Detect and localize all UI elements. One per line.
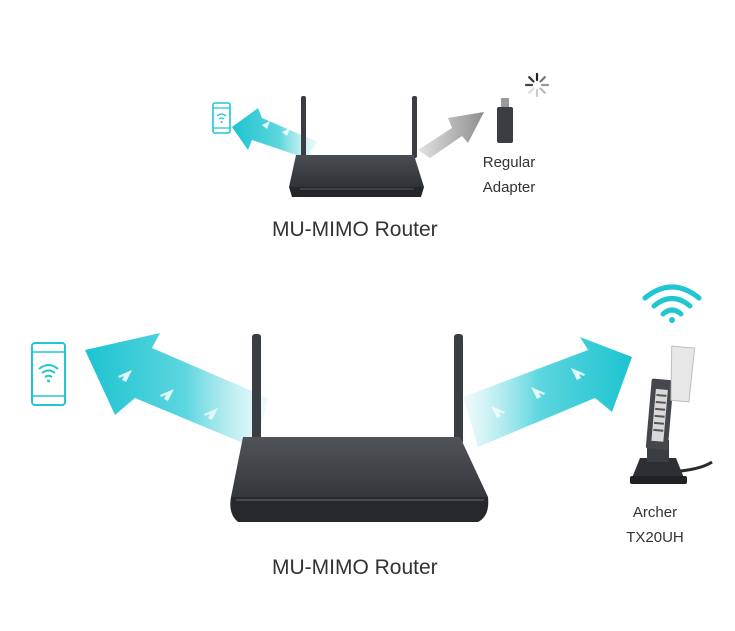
bottom-adapter-label-line1: Archer: [632, 504, 678, 521]
bottom-beam-to-phone: [85, 333, 268, 448]
top-scene: [212, 72, 550, 197]
bottom-adapter-label-line2: TX20UH: [626, 529, 684, 546]
wifi-signal-icon: [642, 284, 702, 323]
bottom-adapter-label: Archer TX20UH: [616, 500, 694, 550]
top-beam-to-adapter: [418, 112, 484, 158]
bottom-phone-wifi-icon: [31, 342, 66, 406]
archer-adapter-icon: [630, 345, 713, 484]
bottom-scene: [31, 284, 713, 522]
top-adapter-label: Regular Adapter: [470, 150, 548, 200]
top-router-icon: [289, 96, 424, 197]
top-usb-adapter-icon: [497, 98, 513, 143]
bottom-router-icon: [230, 334, 489, 522]
top-beam-to-phone: [232, 108, 318, 158]
bottom-beam-to-adapter: [463, 337, 632, 447]
bottom-router-label: MU-MIMO Router: [272, 556, 438, 579]
top-phone-wifi-icon: [212, 102, 231, 134]
loading-spinner-icon: [524, 72, 550, 98]
top-adapter-label-line2: Adapter: [482, 179, 536, 196]
top-adapter-label-line1: Regular: [482, 154, 536, 171]
top-router-label: MU-MIMO Router: [272, 218, 438, 241]
